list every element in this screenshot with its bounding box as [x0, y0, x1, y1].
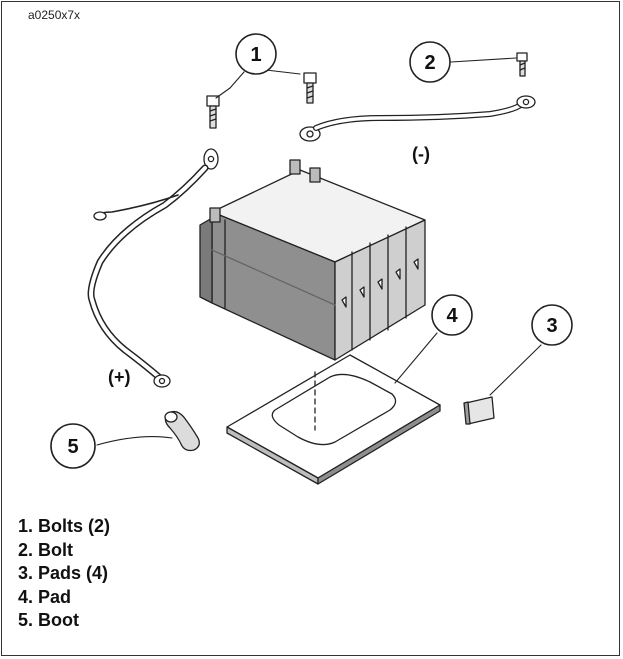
callout-2-circle [409, 41, 451, 83]
bolt-left-drawing [206, 95, 220, 129]
callout-5-circle [50, 423, 96, 469]
legend-item: 4. Pad [18, 586, 72, 607]
negative-cable-drawing [299, 95, 536, 142]
callout-4-circle [431, 294, 473, 336]
callout-1-number: 1 [250, 44, 261, 66]
negative-terminal-label: (-) [412, 144, 430, 164]
pads-drawing [463, 396, 495, 425]
positive-terminal-label: (+) [108, 367, 131, 387]
bolt-single-drawing [516, 52, 528, 77]
callout-3-number: 3 [546, 315, 557, 337]
figure-id: a0250x7x [28, 8, 81, 22]
bolt-right-drawing [303, 72, 317, 104]
battery-drawing [199, 159, 426, 361]
pad-drawing [226, 354, 441, 485]
boot-drawing [164, 410, 200, 452]
callout-1-circle [235, 33, 277, 75]
legend-item: 5. Boot [18, 610, 79, 630]
callout-5-number: 5 [67, 436, 78, 458]
callout-2-number: 2 [424, 52, 435, 74]
leader-lines [96, 57, 542, 446]
parts-legend: 1. Bolts (2) 2. Bolt 3. Pads (4) 4. Pad … [18, 515, 110, 633]
legend-item: 1. Bolts (2) [18, 516, 111, 536]
callout-4-number: 4 [446, 305, 458, 327]
legend-item: 2. Bolt [18, 539, 74, 560]
legend-item: 3. Pads (4) [18, 563, 109, 583]
positive-cable-drawing [87, 148, 219, 388]
callout-3-circle [531, 304, 573, 346]
